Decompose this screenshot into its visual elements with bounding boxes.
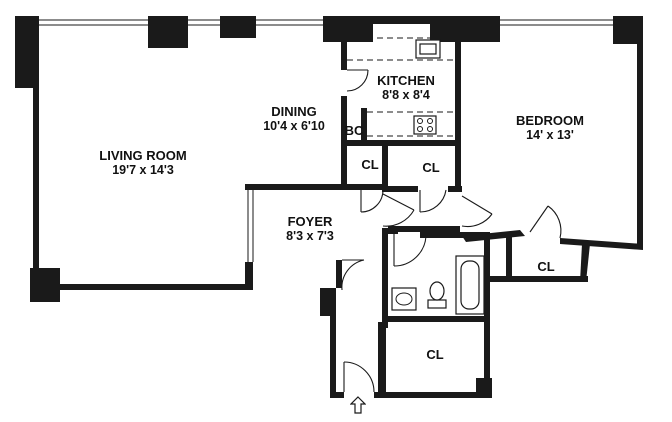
room-name-living-room: LIVING ROOM [99,148,187,163]
room-label-closet-1: CL [355,157,385,172]
room-dims-dining: 10'4 x 6'10 [263,119,325,133]
room-name-closet-3: CL [537,259,555,274]
kitchen-fixtures [347,37,455,137]
room-dims-living-room: 19'7 x 14'3 [112,163,174,177]
bathroom-fixtures [391,255,485,315]
room-label-bc: BC [343,123,365,138]
room-name-closet-1: CL [361,157,379,172]
up-arrow-icon [350,396,366,414]
room-label-bedroom: BEDROOM 14' x 13' [510,113,590,143]
room-label-dining: DINING 10'4 x 6'10 [252,104,336,134]
room-label-closet-4: CL [420,347,450,362]
room-name-closet-4: CL [426,347,444,362]
room-dims-foyer: 8'3 x 7'3 [286,229,334,243]
stove [413,115,437,135]
room-name-bedroom: BEDROOM [516,113,584,128]
room-name-dining: DINING [271,104,317,119]
doors [341,69,562,393]
room-label-closet-3: CL [531,259,561,274]
room-label-kitchen: KITCHEN 8'8 x 8'4 [370,73,442,103]
room-label-foyer: FOYER 8'3 x 7'3 [274,214,346,244]
room-name-bc: BC [344,123,364,138]
windows [36,19,615,262]
bathroom-sink [391,287,417,311]
room-label-living-room: LIVING ROOM 19'7 x 14'3 [88,148,198,178]
room-dims-kitchen: 8'8 x 8'4 [382,88,430,102]
walls [15,16,643,398]
room-label-closet-2: CL [416,160,446,175]
room-name-foyer: FOYER [287,214,333,229]
room-name-closet-2: CL [422,160,440,175]
room-name-kitchen: KITCHEN [377,73,435,88]
toilet-tank [427,299,447,309]
room-dims-bedroom: 14' x 13' [526,128,574,142]
toilet-bowl [429,281,445,301]
